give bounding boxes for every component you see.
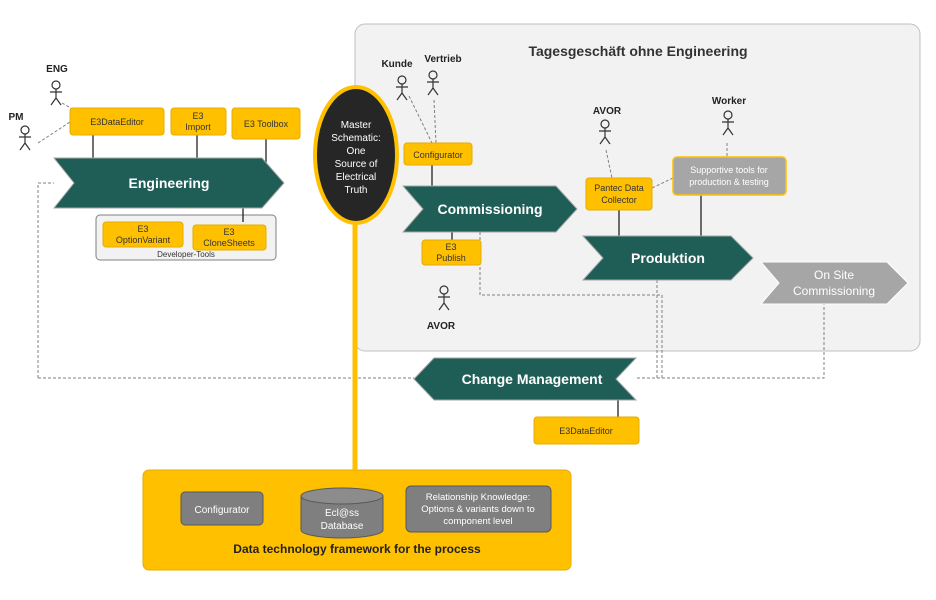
master-schematic-oval (313, 85, 399, 225)
e3-publish-box (421, 239, 482, 266)
database-label-1: Ecl@ss (325, 508, 359, 519)
framework-configurator-label: Configurator (194, 505, 250, 516)
developer-tools-label: Developer-Tools (157, 250, 215, 259)
eng-actor-icon (50, 80, 62, 106)
e3-optionvariant-box (102, 221, 184, 248)
daily-business-title: Tagesgeschäft ohne Engineering (528, 43, 747, 59)
commissioning-arrow (401, 185, 578, 233)
pm-label: PM (9, 112, 24, 123)
avor-top-actor-icon (599, 119, 611, 145)
e3-publish-label-2: Publish (436, 253, 466, 263)
e3-toolbox-label: E3 Toolbox (244, 119, 289, 129)
commissioning-label: Commissioning (437, 201, 542, 217)
database-icon (300, 487, 384, 539)
change-management-label: Change Management (462, 371, 603, 387)
avor-bottom-label: AVOR (427, 321, 456, 332)
framework-configurator-box (180, 491, 264, 526)
worker-label: Worker (712, 96, 746, 107)
e3-import-box (170, 107, 227, 136)
produktion-label: Produktion (631, 250, 705, 266)
relationship-knowledge-box (405, 485, 552, 533)
dashed-connectors (37, 95, 825, 379)
pantec-collector-label-2: Collector (601, 195, 637, 205)
master-schematic-line-3: One (347, 146, 366, 157)
onsite-commissioning-arrow (759, 261, 909, 305)
e3-optionvariant-label-2: OptionVariant (116, 235, 171, 245)
e3-import-label-2: Import (185, 122, 211, 132)
e3-clonesheets-label-1: E3 (223, 227, 234, 237)
e3-optionvariant-label-1: E3 (137, 224, 148, 234)
master-schematic-line-5: Electrical (336, 172, 377, 183)
avor-bottom-actor-icon (438, 285, 450, 311)
worker-actor-icon (722, 110, 734, 136)
pm-actor-icon (19, 125, 31, 151)
engineering-arrow (52, 157, 285, 209)
kunde-label: Kunde (381, 59, 413, 70)
kunde-actor-icon (396, 75, 408, 101)
stick-figures (19, 70, 734, 311)
supportive-tools-label-1: Supportive tools for (690, 165, 768, 175)
e3dataeditor-top-label: E3DataEditor (90, 117, 144, 127)
pantec-collector-box (585, 177, 653, 211)
configurator-top-box (403, 142, 473, 166)
e3-clonesheets-label-2: CloneSheets (203, 238, 255, 248)
master-schematic-line-2: Schematic: (331, 133, 380, 144)
vertrieb-actor-icon (427, 70, 439, 96)
vertrieb-label: Vertrieb (424, 54, 461, 65)
pantec-collector-label-1: Pantec Data (594, 183, 644, 193)
e3-import-label-1: E3 (192, 111, 203, 121)
database-label-2: Database (321, 521, 364, 532)
master-schematic-line-6: Truth (345, 185, 368, 196)
produktion-arrow (581, 235, 754, 281)
onsite-label-1: On Site (814, 268, 854, 282)
e3dataeditor-bottom-box (533, 416, 640, 445)
e3dataeditor-top-box (69, 107, 165, 136)
relationship-label-3: component level (443, 516, 512, 527)
master-schematic-line-4: Source of (335, 159, 378, 170)
relationship-label-1: Relationship Knowledge: (426, 492, 531, 503)
configurator-top-label: Configurator (413, 150, 463, 160)
eng-label: ENG (46, 64, 68, 75)
e3-publish-label-1: E3 (445, 242, 456, 252)
supportive-tools-label-2: production & testing (689, 177, 769, 187)
master-schematic-line-1: Master (341, 120, 372, 131)
change-management-arrow (413, 357, 638, 401)
e3dataeditor-bottom-label: E3DataEditor (559, 426, 613, 436)
framework-title: Data technology framework for the proces… (233, 542, 481, 556)
avor-top-label: AVOR (593, 106, 622, 117)
onsite-label-2: Commissioning (793, 284, 875, 298)
supportive-tools-box (672, 156, 787, 196)
engineering-label: Engineering (129, 175, 210, 191)
relationship-label-2: Options & variants down to (421, 504, 535, 515)
e3-toolbox-box (231, 107, 301, 140)
e3-clonesheets-box (192, 224, 267, 251)
